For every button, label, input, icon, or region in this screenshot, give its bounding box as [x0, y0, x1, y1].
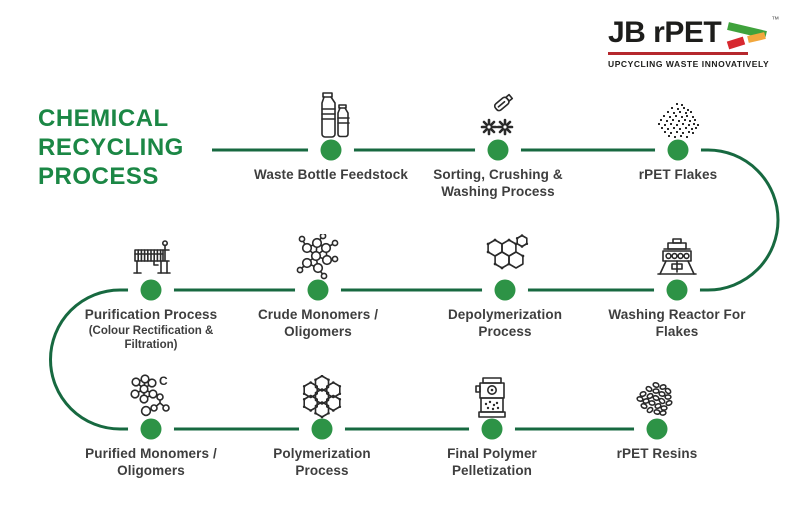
- step-label: Sorting, Crushing & Washing Process: [433, 167, 563, 199]
- logo-red-rule: [608, 52, 748, 55]
- step-waste-bottle-feedstock: Waste Bottle Feedstock: [241, 88, 421, 183]
- title-line-1: CHEMICAL: [38, 105, 169, 132]
- step-label: Washing Reactor For Flakes: [608, 307, 746, 339]
- step-label: Final Polymer Pelletization: [447, 446, 537, 478]
- step-node-dot: [311, 418, 333, 440]
- step-rpet-resins: rPET Resins: [587, 367, 727, 462]
- step-sorting-crushing-washing: Sorting, Crushing & Washing Process: [413, 88, 583, 200]
- step-node-dot: [487, 139, 509, 161]
- flow-path: [48, 148, 780, 431]
- step-label: Polymerization Process: [273, 446, 371, 478]
- step-node-dot: [307, 279, 329, 301]
- filtration-machine-icon: [65, 228, 237, 280]
- step-node-dot: [667, 139, 689, 161]
- step-label: Waste Bottle Feedstock: [254, 167, 408, 182]
- step-purification: Purification Process (Colour Rectificati…: [65, 228, 237, 352]
- step-node-dots: [140, 139, 689, 440]
- step-depolymerization: Depolymerization Process: [425, 228, 585, 340]
- logo-arrow-icon: [727, 22, 768, 50]
- step-polymerization: Polymerization Process: [247, 367, 397, 479]
- title-line-3: PROCESS: [38, 163, 159, 190]
- flakes-scatter-icon: [608, 88, 748, 140]
- plastic-bottles-icon: [241, 88, 421, 140]
- bottle-crusher-icon: [413, 88, 583, 140]
- step-final-pelletization: Final Polymer Pelletization: [417, 367, 567, 479]
- svg-text:C: C: [159, 374, 168, 388]
- polymer-honeycomb-icon: [247, 367, 397, 419]
- step-label: rPET Resins: [616, 446, 698, 461]
- step-purified-monomers: C Purified Monomers / Oligomers: [56, 367, 246, 479]
- step-node-dot: [666, 279, 688, 301]
- step-sublabel: (Colour Rectification & Filtration): [88, 325, 214, 351]
- step-label: Purification Process: [84, 307, 218, 322]
- molecule-network-icon: [228, 228, 408, 280]
- step-node-dot: [320, 139, 342, 161]
- step-label: Crude Monomers / Oligomers: [257, 307, 379, 339]
- step-node-dot: [494, 279, 516, 301]
- jb-rpet-logo: JB rPET ™ UPCYCLING WASTE INNOVATIVELY: [608, 16, 794, 69]
- step-node-dot: [140, 279, 162, 301]
- page-title: CHEMICAL RECYCLING PROCESS: [38, 104, 184, 191]
- purified-molecule-icon: C: [56, 367, 246, 419]
- pelletizer-machine-icon: [417, 367, 567, 419]
- trademark-symbol: ™: [771, 15, 780, 24]
- breaking-hexagon-molecules-icon: [425, 228, 585, 280]
- step-crude-monomers: Crude Monomers / Oligomers: [228, 228, 408, 340]
- title-line-2: RECYCLING: [38, 134, 184, 161]
- washing-reactor-machine-icon: [602, 228, 752, 280]
- resin-pellets-icon: [587, 367, 727, 419]
- logo-tagline: UPCYCLING WASTE INNOVATIVELY: [608, 58, 770, 69]
- step-label: rPET Flakes: [638, 167, 718, 182]
- step-node-dot: [481, 418, 503, 440]
- step-rpet-flakes: rPET Flakes: [608, 88, 748, 183]
- step-label: Purified Monomers / Oligomers: [85, 446, 217, 478]
- step-label: Depolymerization Process: [447, 307, 563, 339]
- step-washing-reactor: Washing Reactor For Flakes: [602, 228, 752, 340]
- step-node-dot: [140, 418, 162, 440]
- step-node-dot: [646, 418, 668, 440]
- logo-wordmark: JB rPET: [608, 16, 722, 49]
